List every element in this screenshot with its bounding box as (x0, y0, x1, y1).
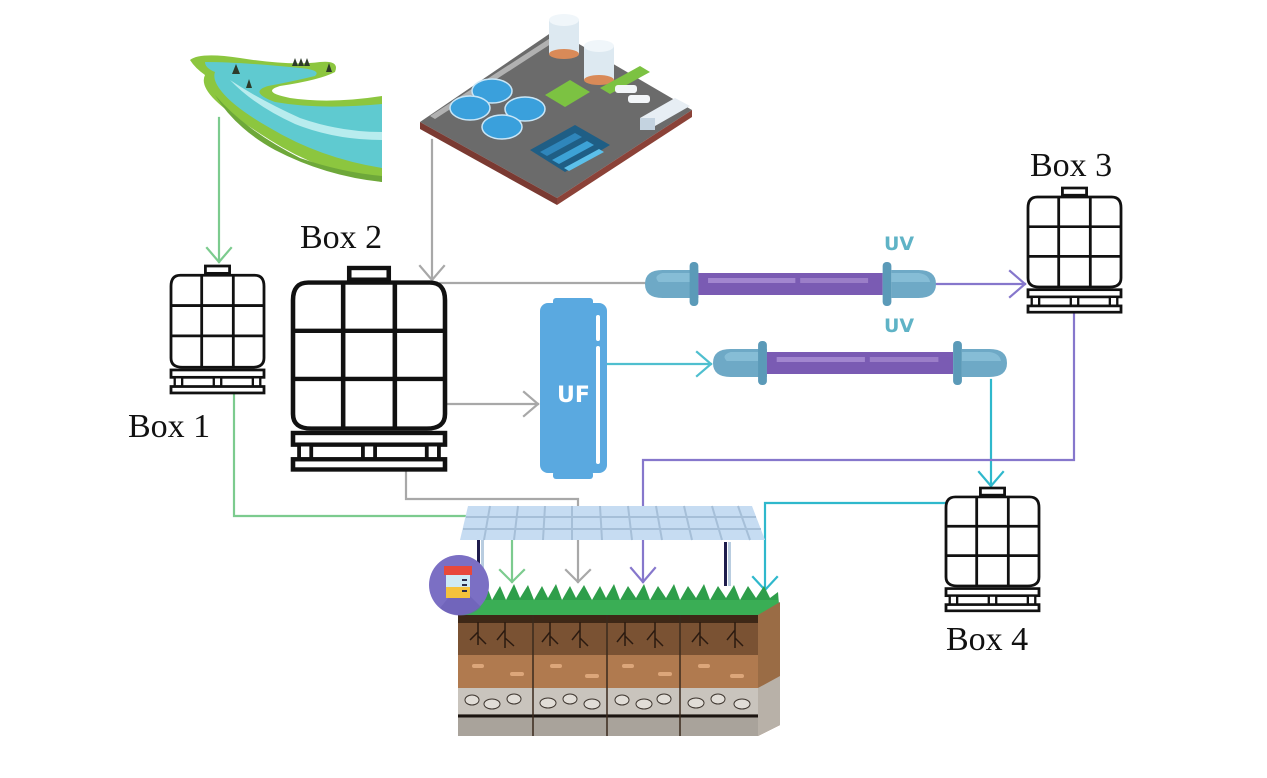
uf-label: UF (557, 383, 590, 408)
arrow-head (695, 350, 713, 378)
treatment-plant-icon (420, 14, 692, 205)
soil-icon (458, 584, 780, 736)
uv-lamp-1 (645, 262, 936, 306)
arrow-head (522, 390, 540, 418)
solar-panel-icon (460, 505, 765, 586)
uv-lamp-2 (713, 341, 1007, 385)
arrow-head (205, 246, 233, 264)
uf-cartridge: UF (540, 298, 607, 479)
box2-label: Box 2 (300, 219, 382, 256)
box1-tote (169, 264, 266, 395)
pipe-box4-to-soil (763, 501, 948, 592)
arrow-head (498, 568, 526, 584)
box3-tote (1026, 186, 1123, 314)
box1-label: Box 1 (128, 408, 210, 445)
uv1-label: UV (884, 233, 914, 255)
pipe-box1-to-soil (232, 388, 514, 584)
arrow-head (418, 264, 446, 282)
box4-tote (944, 486, 1041, 613)
sample-container-icon (429, 555, 489, 616)
river-icon (190, 55, 382, 182)
arrow-head (564, 568, 592, 584)
box3-label: Box 3 (1030, 147, 1112, 184)
box2-tote (293, 268, 445, 469)
uv2-label: UV (884, 315, 914, 337)
arrow-head (1008, 269, 1027, 299)
arrow-head (977, 470, 1005, 488)
pipe-box2-to-soil (404, 470, 580, 584)
arrow-head (629, 566, 657, 584)
box4-label: Box 4 (946, 621, 1028, 658)
